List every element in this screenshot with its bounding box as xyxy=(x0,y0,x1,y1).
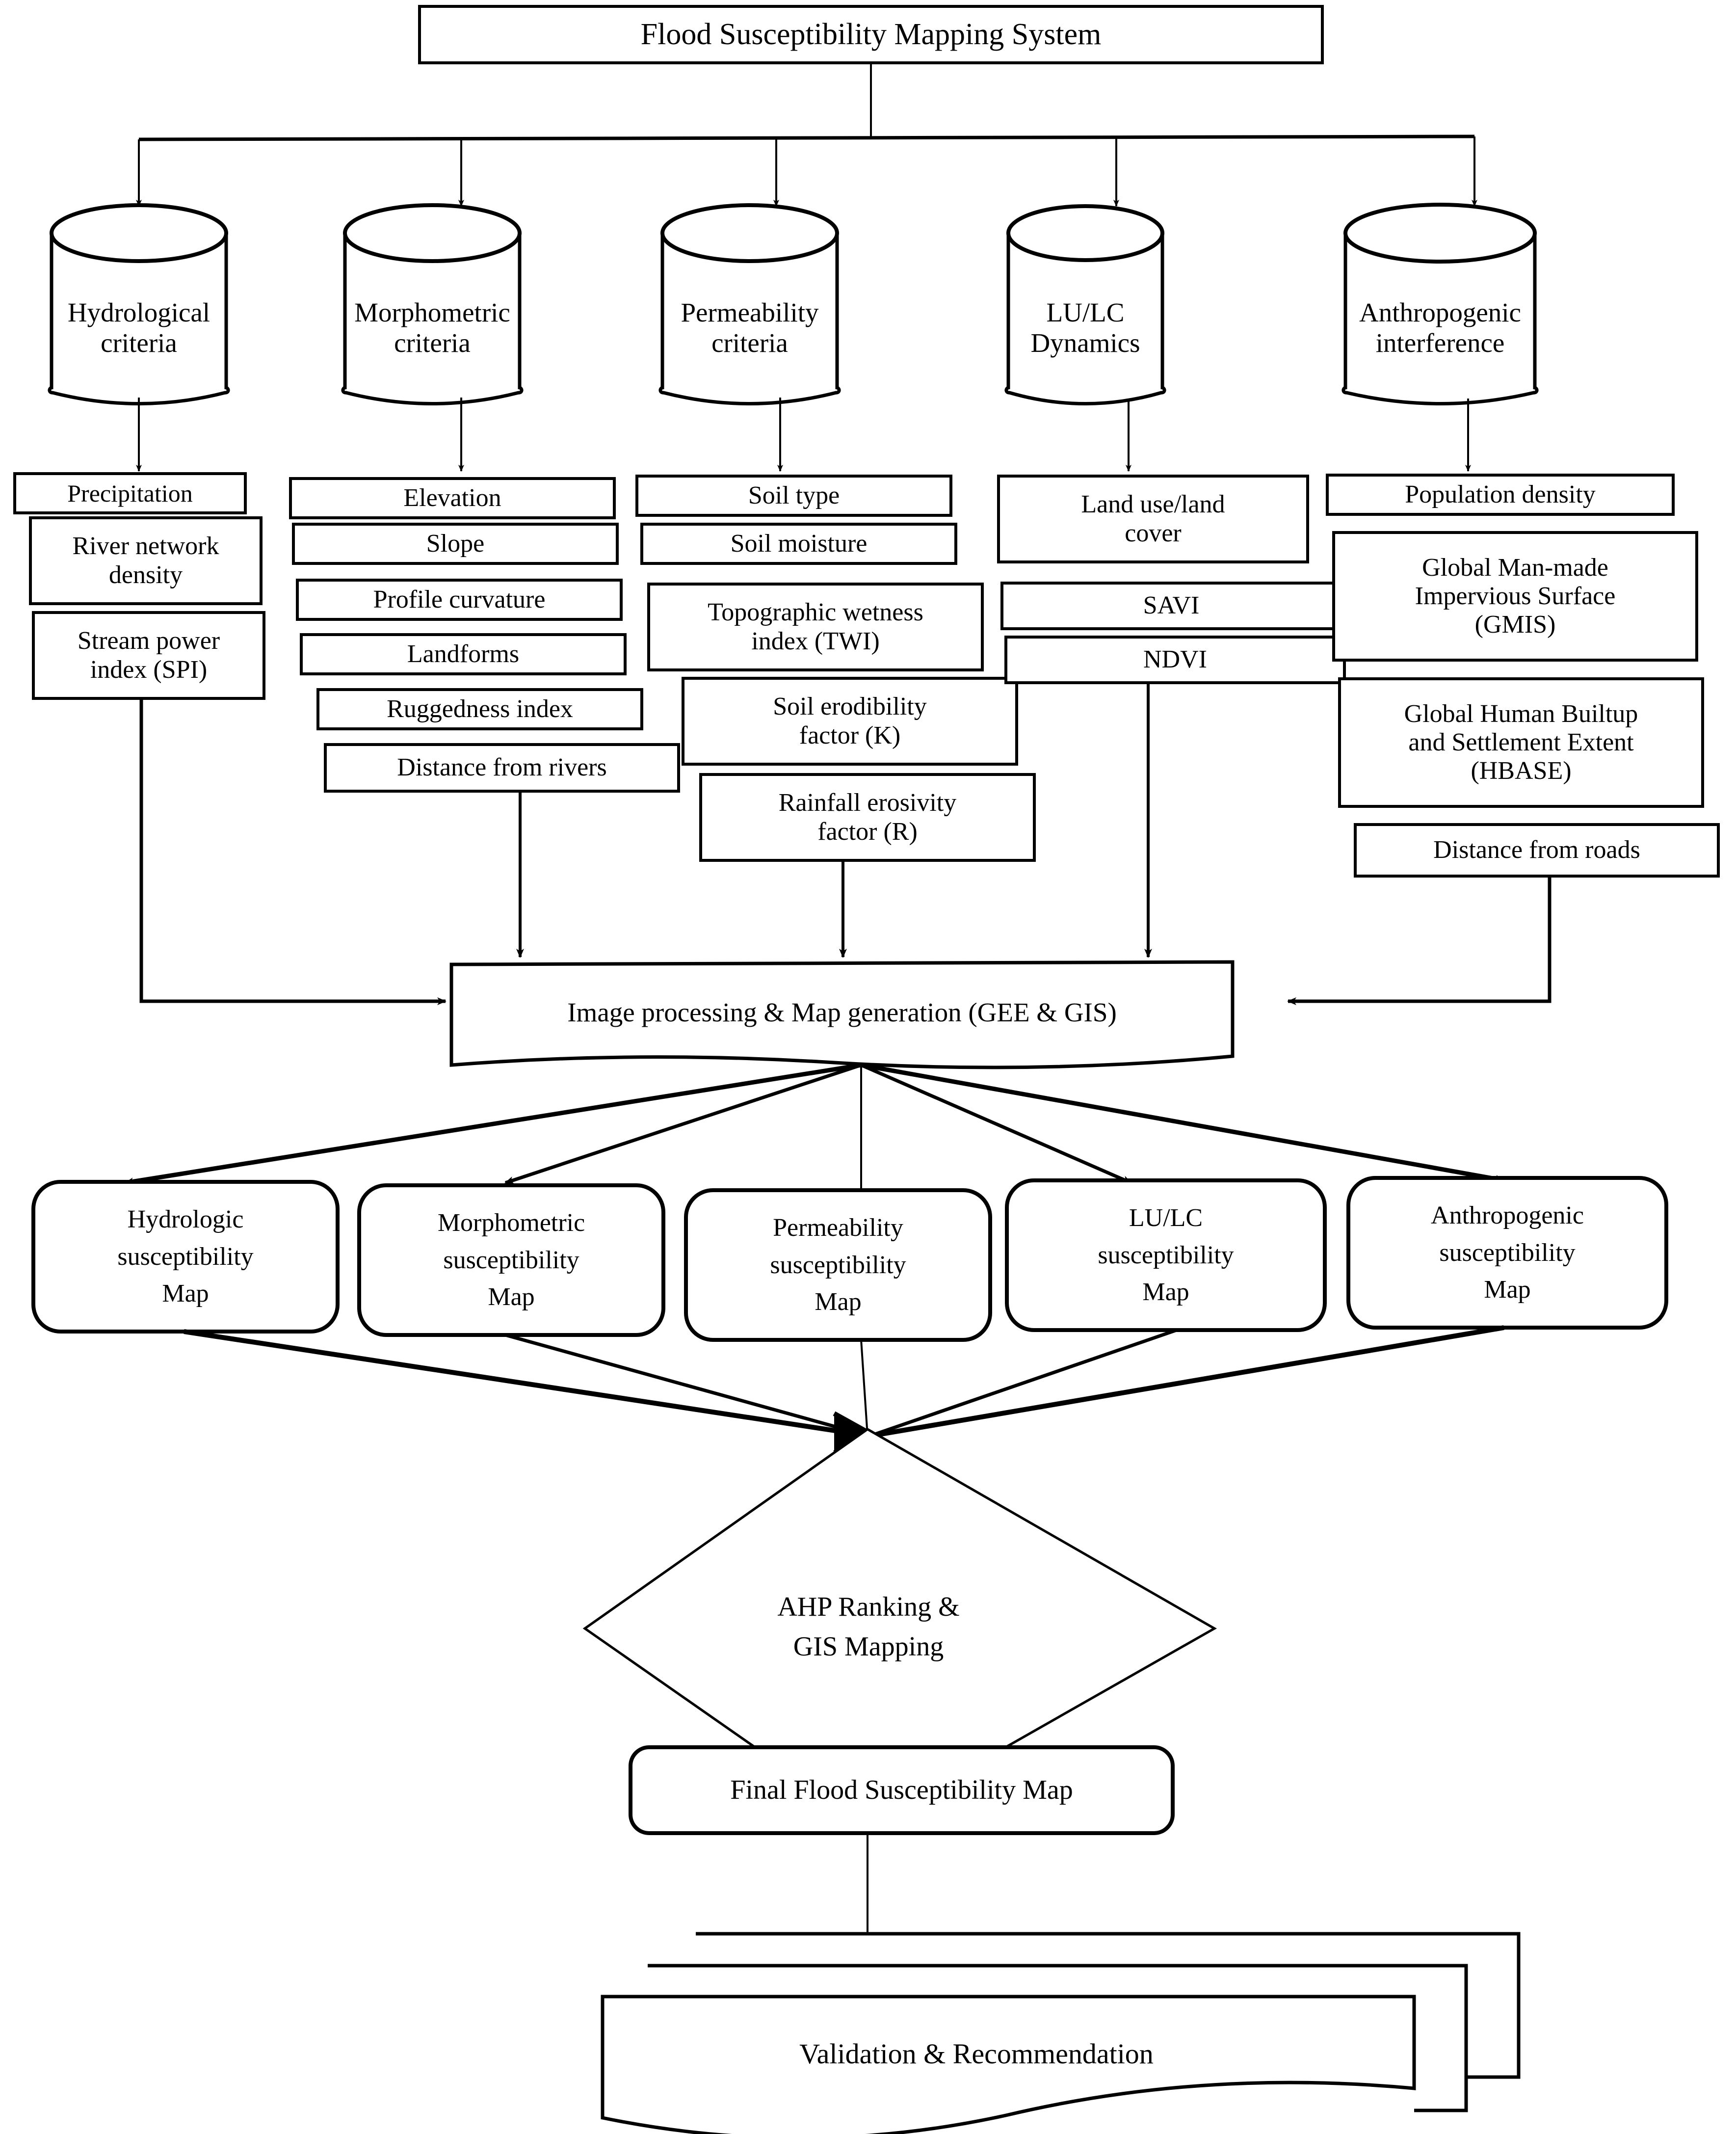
factor-box xyxy=(29,516,263,605)
susceptibility-map-box xyxy=(31,1180,340,1334)
factor-box xyxy=(1354,823,1720,878)
root-box xyxy=(418,5,1324,64)
hydro-to-processing xyxy=(139,698,447,1005)
factor-box xyxy=(997,475,1309,563)
factor-box xyxy=(1332,531,1698,662)
factor-box xyxy=(13,472,247,514)
factor-box xyxy=(289,477,616,519)
factor-box xyxy=(1338,677,1704,808)
factor-box xyxy=(32,611,265,700)
factor-box xyxy=(324,743,680,793)
factor-box xyxy=(1004,636,1346,684)
factor-box xyxy=(640,523,957,565)
processing-box xyxy=(449,960,1235,1069)
cylinder-permeability xyxy=(658,203,841,405)
fanout-5 xyxy=(861,1063,1505,1183)
distribution-bus xyxy=(138,134,1475,141)
converge-5 xyxy=(872,1325,1504,1438)
fanout-1 xyxy=(124,1063,862,1186)
fanout-2 xyxy=(504,1063,862,1185)
anthro-to-processing xyxy=(1287,876,1552,1005)
converge-1 xyxy=(184,1329,868,1438)
factor-box xyxy=(699,773,1036,862)
fanout-4 xyxy=(860,1063,1132,1185)
cylinder-morphometric xyxy=(341,203,524,405)
document-front xyxy=(601,1995,1416,2134)
factor-box xyxy=(647,583,984,671)
factor-box xyxy=(1000,582,1342,630)
converge-4 xyxy=(870,1328,1178,1438)
susceptibility-map-box xyxy=(357,1183,665,1337)
factor-box xyxy=(292,523,619,565)
factor-box xyxy=(300,633,627,675)
susceptibility-map-box xyxy=(1346,1176,1668,1330)
susceptibility-map-box xyxy=(684,1188,992,1342)
final-map-box xyxy=(629,1745,1175,1835)
factor-box xyxy=(682,677,1018,766)
converge-2 xyxy=(505,1333,868,1438)
converge-3 xyxy=(860,1339,868,1436)
cylinder-hydrological xyxy=(48,203,230,405)
susceptibility-map-box xyxy=(1005,1178,1327,1332)
factor-box xyxy=(635,475,952,517)
factor-box xyxy=(316,688,643,730)
factor-box xyxy=(1326,474,1675,516)
factor-box xyxy=(296,579,623,621)
cylinder-lulc xyxy=(1004,204,1166,405)
cylinder-anthropogenic xyxy=(1341,203,1539,405)
